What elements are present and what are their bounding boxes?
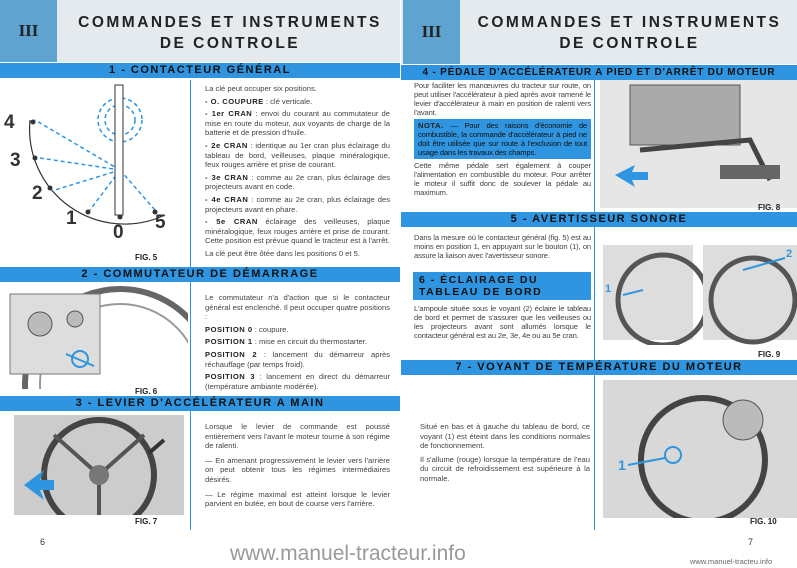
page-title-right: COMMANDES ET INSTRUMENTS DE CONTROLE	[462, 12, 797, 54]
left-header	[0, 0, 400, 62]
s2-item: POSITION 2 : lancement du démarreur aprè…	[205, 349, 390, 369]
s7-para-2: Il s'allume (rouge) lorsque la températu…	[420, 454, 590, 483]
fig6-dashboard-illustration	[9, 286, 188, 389]
s2-item: POSITION 0 : coupure.	[205, 324, 289, 334]
fig6-caption: FIG. 6	[135, 387, 158, 396]
s1-item: - O. COUPURE : clé verticale.	[205, 96, 313, 106]
page-number-left: 6	[40, 537, 46, 547]
fig5-label-2: 2	[32, 183, 43, 204]
s7-para-1: Situé en bas et à gauche du tableau de b…	[420, 422, 590, 451]
section5-text: Dans la mesure où le contacteur général …	[414, 233, 591, 260]
divider-right	[594, 80, 595, 530]
fig9-dashboard-illustration	[603, 245, 797, 345]
section-heading-4: 4 - PÉDALE D'ACCÉLÉRATEUR A PIED ET D'AR…	[401, 65, 797, 80]
s1-item: - 5e CRAN éclairage des veilleuses, plaq…	[205, 217, 390, 246]
s1-item: - 2e CRAN : identique au 1er cran plus é…	[205, 140, 390, 170]
section4-text: Pour faciliter les manœuvres du tracteur…	[414, 81, 591, 199]
section6-text: L'ampoule située sous le voyant (2) écla…	[414, 304, 591, 340]
s3-para: — En amenant progressivement le levier v…	[205, 455, 390, 484]
title-line-1: COMMANDES ET INSTRUMENTS	[477, 14, 782, 31]
s1-item: - 4e CRAN : comme au 2e cran, plus éclai…	[205, 194, 390, 214]
section-heading-2: 2 - COMMUTATEUR DE DÉMARRAGE	[0, 267, 400, 282]
fig10-caption: FIG. 10	[750, 517, 777, 526]
section7-text: Situé en bas et à gauche du tableau de b…	[420, 422, 590, 487]
s3-para: — Le régime maximal est atteint lorsque …	[205, 489, 390, 509]
fig8-pedal-illustration	[600, 80, 797, 208]
fig9-caption: FIG. 9	[758, 350, 781, 359]
right-header	[401, 0, 797, 64]
title-line-2: DE CONTROLE	[559, 35, 700, 52]
fig9-callout-2: 2	[786, 248, 793, 260]
s1-outro: La clé peut être ôtée dans les positions…	[205, 248, 360, 258]
s2-item: POSITION 1 : mise en circuit du thermost…	[205, 337, 367, 347]
fig8-caption: FIG. 8	[758, 203, 781, 212]
fig5-label-1: 1	[66, 208, 77, 229]
section-heading-1: 1 - CONTACTEUR GÉNÉRAL	[0, 63, 400, 78]
title-line-2: DE CONTROLE	[159, 35, 301, 52]
section-heading-3: 3 - LEVIER D'ACCÉLÉRATEUR A MAIN	[0, 396, 400, 411]
s3-para: Lorsque le levier de commande est poussé…	[205, 422, 390, 451]
s1-item: - 3e CRAN : comme au 2e cran, plus éclai…	[205, 172, 390, 192]
fig5-caption: FIG. 5	[135, 253, 158, 262]
section-heading-7: 7 - VOYANT DE TEMPÉRATURE DU MOTEUR	[401, 360, 797, 375]
section3-text: Lorsque le levier de commande est poussé…	[205, 422, 390, 512]
chapter-badge: III	[0, 0, 57, 62]
s1-intro: La clé peut occuper six positions.	[205, 84, 317, 93]
section2-text: Le commutateur n'a d'action que si le co…	[205, 293, 390, 394]
s2-item: POSITION 3 : lancement en direct du déma…	[205, 372, 390, 391]
fig10-callout-1: 1	[618, 457, 626, 473]
section1-text: La clé peut occuper six positions. - O. …	[205, 84, 390, 262]
chapter-badge-right: III	[403, 0, 460, 64]
fig10-dashboard-illustration	[603, 380, 797, 518]
s2-intro: Le commutateur n'a d'action que si le co…	[205, 293, 390, 322]
s4-para-1: Pour faciliter les manœuvres du tracteur…	[414, 81, 591, 117]
s4-para-2: Cette même pédale sert également à coupe…	[414, 161, 591, 197]
title-line-1: COMMANDES ET INSTRUMENTS	[78, 14, 382, 31]
fig5-label-0: 0	[113, 222, 124, 243]
fig7-steering-wheel-illustration	[14, 415, 184, 515]
s1-item: - 1er CRAN : envoi du courant au commuta…	[205, 109, 391, 138]
fig5-label-3: 3	[10, 150, 21, 171]
divider	[190, 80, 191, 530]
fig5-key-diagram	[28, 84, 166, 225]
fig5-label-4: 4	[4, 112, 15, 133]
fig5-label-5: 5	[155, 212, 166, 233]
page-number-right: 7	[748, 537, 754, 547]
fig7-caption: FIG. 7	[135, 517, 158, 526]
section-heading-6: 6 - ÉCLAIRAGE DU TABLEAU DE BORD	[413, 272, 591, 300]
section-heading-5: 5 - AVERTISSEUR SONORE	[401, 212, 797, 227]
watermark: www.manuel-tracteur.info	[230, 542, 466, 565]
fig9-callout-1: 1	[605, 283, 612, 295]
nota-box: NOTA. — Pour des raisons d'économie de c…	[414, 119, 591, 159]
page-title: COMMANDES ET INSTRUMENTS DE CONTROLE	[60, 12, 400, 54]
watermark-small: www.manuel-tracteu.info	[690, 557, 773, 566]
